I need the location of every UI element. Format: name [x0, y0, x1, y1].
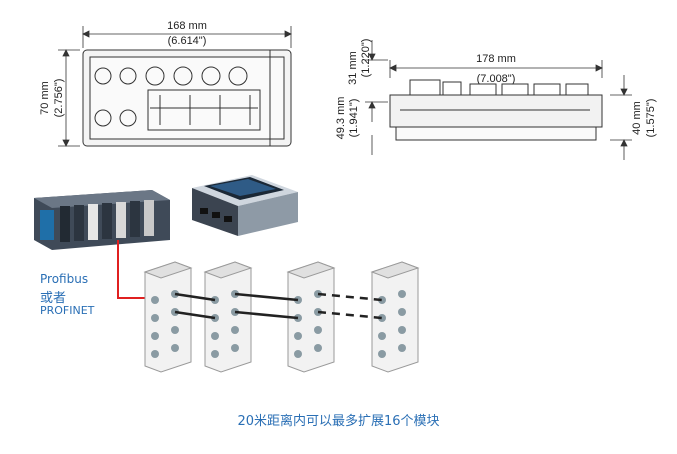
side-top-mm: 31 mm — [347, 51, 359, 85]
protocol-profibus-label: Profibus — [40, 272, 89, 286]
io-module-4 — [370, 261, 420, 373]
bus-cables — [174, 292, 383, 320]
side-length-in: (7.008") — [477, 73, 516, 85]
side-view-dimension-lines — [365, 40, 632, 160]
top-height-mm: 70 mm — [39, 81, 51, 115]
side-top-in: (1.220") — [360, 39, 372, 78]
side-body-in: (1.941") — [348, 99, 360, 138]
protocol-or-label: 或者 — [40, 291, 67, 306]
fieldbus-link-red — [117, 240, 152, 299]
io-module-1 — [143, 261, 193, 373]
gateway-device-image — [192, 175, 298, 236]
expansion-caption: 20米距离内可以最多扩展16个模块 — [237, 414, 440, 429]
plc-rack-image — [34, 190, 170, 250]
top-height-in: (2.756") — [53, 79, 65, 118]
top-view-drawing — [82, 49, 292, 147]
side-length-mm: 178 mm — [476, 53, 516, 65]
side-view-drawing — [389, 79, 603, 141]
side-height-mm: 40 mm — [631, 101, 643, 135]
top-width-in: (6.614") — [168, 35, 207, 47]
top-view-dimension-lines — [58, 26, 292, 147]
top-width-mm: 168 mm — [167, 20, 207, 32]
side-height-in: (1.575") — [645, 99, 657, 138]
protocol-profinet-label: PROFINET — [40, 304, 95, 317]
side-body-mm: 49.3 mm — [335, 97, 347, 140]
